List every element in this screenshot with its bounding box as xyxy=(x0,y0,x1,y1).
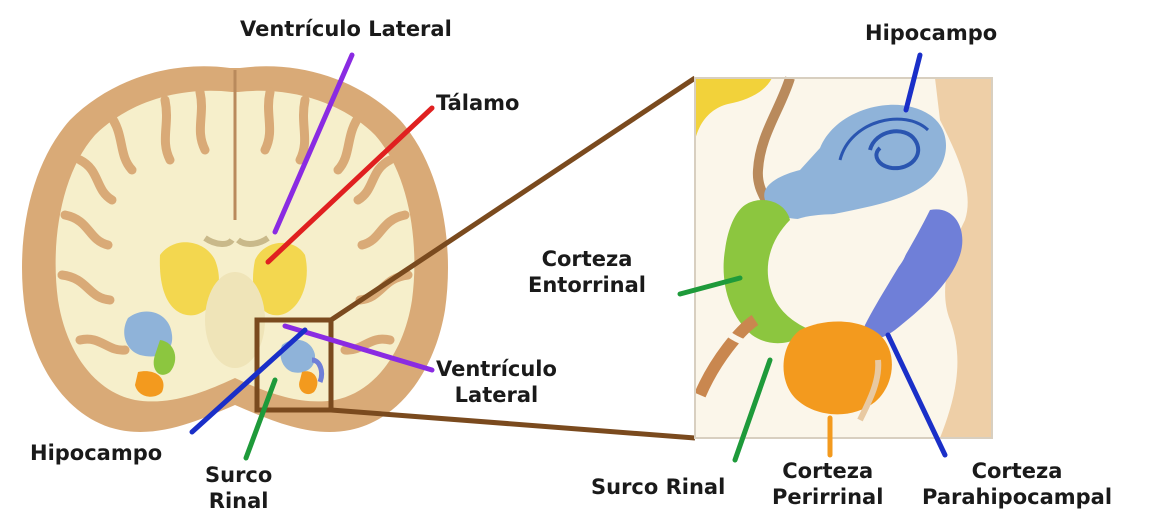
label-corteza-parahipocampal: Corteza Parahipocampal xyxy=(922,458,1112,510)
label-corteza-entorrinal: Corteza Entorrinal xyxy=(528,246,646,298)
label-ventriculo-mid-line1: Ventrículo xyxy=(436,356,557,382)
label-parahipocampal-line1: Corteza xyxy=(922,458,1112,484)
label-perirrinal-line1: Corteza xyxy=(772,458,883,484)
brain-coronal-section xyxy=(22,66,448,432)
enlarged-temporal-lobe xyxy=(695,78,992,438)
label-surco-left-line1: Surco xyxy=(205,462,272,488)
label-ventriculo-mid-line2: Lateral xyxy=(436,382,557,408)
label-hipocampo-right: Hipocampo xyxy=(865,20,997,46)
label-corteza-entorrinal-line2: Entorrinal xyxy=(528,272,646,298)
label-surco-rinal-right: Surco Rinal xyxy=(591,474,725,500)
label-hipocampo-left: Hipocampo xyxy=(30,440,162,466)
label-surco-rinal-left: Surco Rinal xyxy=(205,462,272,514)
label-ventriculo-lateral-mid: Ventrículo Lateral xyxy=(436,356,557,408)
label-ventriculo-lateral-top: Ventrículo Lateral xyxy=(240,16,452,42)
label-parahipocampal-line2: Parahipocampal xyxy=(922,484,1112,510)
zoom-connector-bottom xyxy=(331,410,695,438)
label-perirrinal-line2: Perirrinal xyxy=(772,484,883,510)
label-surco-left-line2: Rinal xyxy=(205,488,272,514)
label-corteza-entorrinal-line1: Corteza xyxy=(528,246,646,272)
label-corteza-perirrinal: Corteza Perirrinal xyxy=(772,458,883,510)
label-talamo: Tálamo xyxy=(436,90,519,116)
